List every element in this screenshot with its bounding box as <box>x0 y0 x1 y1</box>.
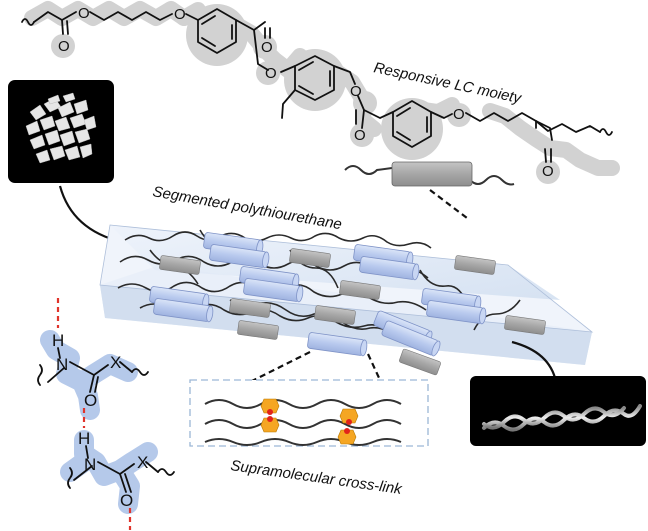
chain-segment-detail <box>344 161 515 219</box>
oxygen-atom-label: O <box>58 38 70 55</box>
oxygen-atom-label: O <box>542 163 554 180</box>
nitrogen-atom-label: N <box>84 455 96 474</box>
crosslink-nodes <box>260 398 359 445</box>
oxygen-atom-label: O <box>453 106 465 123</box>
polymer-film-slab <box>99 224 594 376</box>
oxygen-atom-label: O <box>120 491 133 510</box>
fiber-photo <box>470 376 646 446</box>
oxygen-atom-label: O <box>174 6 186 23</box>
lc-molecule-bonds <box>21 8 613 163</box>
crosslink-label: Supramolecular cross-link <box>229 457 404 498</box>
oxygen-atom-label: O <box>78 5 90 22</box>
oxygen-atom-label: O <box>84 391 97 410</box>
oxygen-atom-label: O <box>265 65 277 82</box>
nitrogen-atom-label: N <box>56 355 68 374</box>
oxygen-atom-label: O <box>354 127 366 144</box>
hydrogen-atom-label: H <box>52 331 64 350</box>
lc-oxygen-atoms: O O O O O O O O O <box>58 5 554 180</box>
hydrogen-bond-motif: H N X O H N X O <box>37 298 175 530</box>
hydrogen-atom-label: H <box>78 429 90 448</box>
lc-molecule-structure: O O O O O O O O O <box>21 1 620 184</box>
oxygen-atom-label: O <box>350 83 362 100</box>
powder-photo <box>8 80 114 183</box>
polymer-label: Segmented polythiourethane <box>151 183 343 233</box>
x-atom-label: X <box>110 353 121 372</box>
x-atom-label: X <box>137 453 148 472</box>
crosslink-detail-box <box>189 379 429 447</box>
oxygen-atom-label: O <box>261 39 273 56</box>
